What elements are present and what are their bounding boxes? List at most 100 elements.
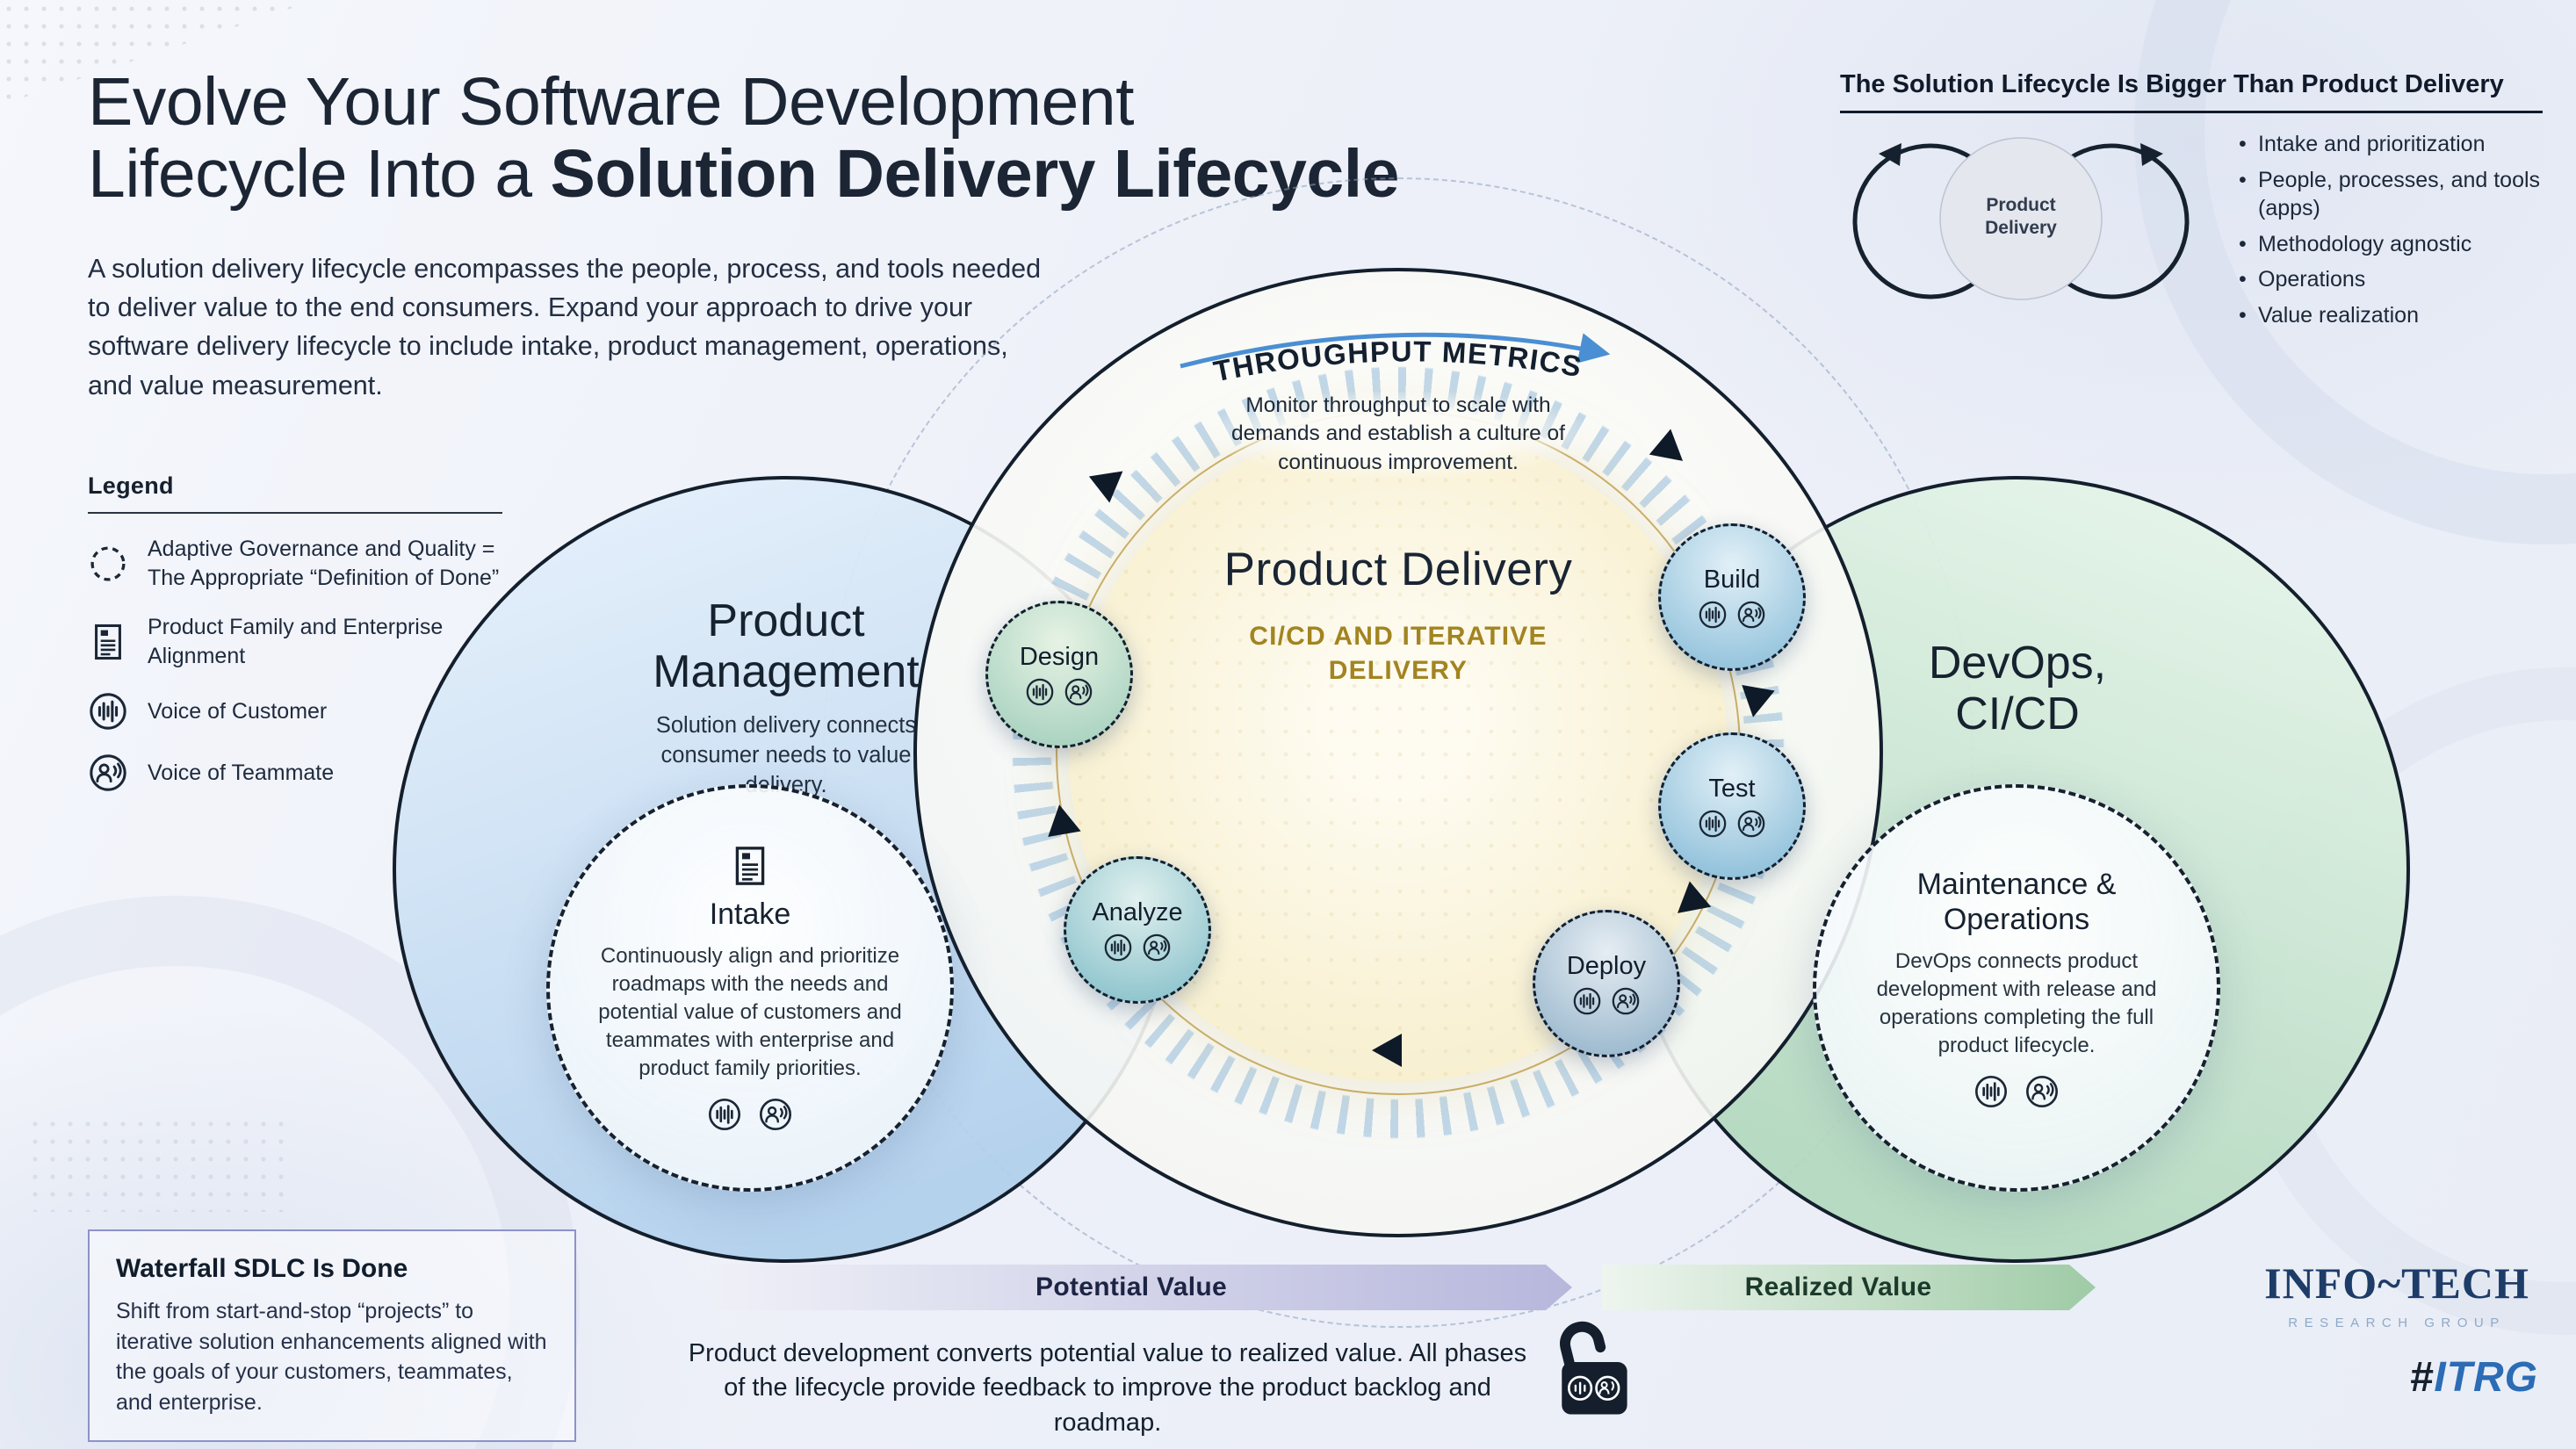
phase-label: Build xyxy=(1703,565,1761,594)
intake-description: Continuously align and prioritize roadma… xyxy=(598,943,902,1081)
realized-value-arrow: Realized Value xyxy=(1602,1265,2096,1310)
voice-of-teammate-icon xyxy=(1064,677,1093,707)
mini-lifecycle-circles xyxy=(1852,137,2190,300)
voice-of-customer-icon xyxy=(1698,600,1728,630)
voice-of-teammate-icon xyxy=(1611,986,1641,1016)
waterfall-title: Waterfall SDLC Is Done xyxy=(116,1254,408,1283)
voice-of-teammate-icon xyxy=(1142,933,1172,962)
callout-bullet: Methodology agnostic xyxy=(2237,230,2543,259)
callout-heading: The Solution Lifecycle Is Bigger Than Pr… xyxy=(1840,70,2543,113)
voice-of-teammate-icon xyxy=(1736,809,1766,839)
product-management-title: Product Management xyxy=(653,595,920,698)
document-icon xyxy=(88,622,128,662)
callout-bullet: Value realization xyxy=(2237,301,2543,330)
legend-item-label: Product Family and Enterprise Alignment xyxy=(148,615,444,668)
product-management-block: Product Management Solution delivery con… xyxy=(566,595,1006,800)
phase-label: Test xyxy=(1708,774,1756,803)
flow-arrow-3 xyxy=(1736,684,1775,721)
voice-of-customer-icon xyxy=(1103,933,1133,962)
phase-label: Analyze xyxy=(1092,898,1183,926)
callout-bullet: Operations xyxy=(2237,265,2543,294)
callout-bullet: Intake and prioritization xyxy=(2237,130,2543,159)
voice-of-customer-icon xyxy=(707,1097,742,1132)
phase-analyze: Analyze xyxy=(1064,856,1211,1004)
infotech-logo: INFO~TECH RESEARCH GROUP #ITRG xyxy=(2255,1258,2538,1402)
product-delivery-title: Product Delivery xyxy=(1223,544,1573,595)
value-flow-description: Product development converts potential v… xyxy=(688,1339,1527,1437)
throughput-metrics-arc: THROUGHPUT METRICS xyxy=(1180,332,1611,387)
phase-label: Design xyxy=(1019,642,1100,671)
potential-value-arrow: Potential Value xyxy=(711,1265,1572,1310)
legend-item: Product Family and Enterprise Alignment xyxy=(88,613,520,670)
intake-title: Intake xyxy=(709,897,791,931)
maintenance-title: Maintenance & Operations xyxy=(1916,867,2117,936)
voice-of-customer-icon xyxy=(88,691,128,732)
devops-title: DevOps, CI/CD xyxy=(1928,638,2107,740)
product-delivery-subtitle: CI/CD AND ITERATIVE DELIVERY xyxy=(1249,622,1548,685)
voice-icons xyxy=(1025,677,1093,707)
infotech-logo-subtitle: RESEARCH GROUP xyxy=(2288,1316,2506,1330)
itrg-logo: #ITRG xyxy=(2255,1353,2538,1402)
document-icon xyxy=(728,844,772,888)
phase-design: Design xyxy=(985,601,1133,748)
flow-arrow-5 xyxy=(1372,1034,1402,1067)
legend-title: Legend xyxy=(88,472,502,514)
waterfall-callout: Waterfall SDLC Is Done Shift from start-… xyxy=(88,1229,576,1442)
potential-value-label: Potential Value xyxy=(1035,1272,1227,1301)
legend-item: Voice of Customer xyxy=(88,691,520,732)
legend-item-label: Adaptive Governance and Quality = The Ap… xyxy=(148,537,500,590)
throughput-arc-label: THROUGHPUT METRICS xyxy=(1211,335,1584,387)
voice-of-teammate-icon xyxy=(2024,1074,2060,1109)
infotech-logo-wordmark: INFO~TECH xyxy=(2264,1258,2529,1308)
phase-build: Build xyxy=(1658,523,1806,671)
mini-diagram-center-label: Product Delivery xyxy=(1985,195,2057,238)
throughput-description: Monitor throughput to scale with demands… xyxy=(1214,392,1583,477)
itrg-letters: ITRG xyxy=(2434,1354,2538,1401)
phase-deploy: Deploy xyxy=(1533,910,1680,1057)
callout-bullet: People, processes, and tools (apps) xyxy=(2237,166,2543,223)
voice-icons xyxy=(1572,986,1641,1016)
voice-of-customer-icon xyxy=(1025,677,1055,707)
product-management-subtitle: Solution delivery connects consumer need… xyxy=(655,713,917,797)
throughput-arrow xyxy=(1180,332,1611,369)
intake-circle: Intake Continuously align and prioritize… xyxy=(546,784,954,1192)
voice-icons xyxy=(1103,933,1172,962)
phase-label: Deploy xyxy=(1566,951,1647,980)
itrg-hash: # xyxy=(2409,1354,2435,1401)
legend-item-label: Voice of Teammate xyxy=(148,760,335,785)
voice-icons xyxy=(1698,600,1766,630)
title-line1: Evolve Your Software Development xyxy=(88,64,1135,140)
voice-of-customer-icon xyxy=(1572,986,1602,1016)
phase-test: Test xyxy=(1658,732,1806,880)
voice-of-teammate-icon xyxy=(88,753,128,793)
voice-icons xyxy=(1973,1074,2060,1109)
callout-bullets: Intake and prioritization People, proces… xyxy=(2237,130,2543,336)
legend-item: Adaptive Governance and Quality = The Ap… xyxy=(88,535,520,592)
intro-text: A solution delivery lifecycle encompasse… xyxy=(88,254,1042,400)
svg-text:THROUGHPUT METRICS: THROUGHPUT METRICS xyxy=(1211,335,1585,387)
unlocked-padlock-icon xyxy=(1542,1308,1639,1421)
maintenance-operations-circle: Maintenance & Operations DevOps connects… xyxy=(1813,784,2220,1192)
solution-lifecycle-callout: The Solution Lifecycle Is Bigger Than Pr… xyxy=(1840,70,2543,329)
legend-item-label: Voice of Customer xyxy=(148,698,328,724)
mini-arrow-left xyxy=(1879,143,1901,166)
legend: Legend Adaptive Governance and Quality =… xyxy=(88,472,527,793)
mini-arrow-right xyxy=(2140,143,2163,166)
voice-icons xyxy=(1698,809,1766,839)
voice-of-teammate-icon xyxy=(1736,600,1766,630)
title-line2: Lifecycle Into a xyxy=(88,135,551,212)
voice-of-customer-icon xyxy=(1973,1074,2009,1109)
mini-lifecycle-diagram: Product Delivery xyxy=(1845,131,2197,306)
realized-value-label: Realized Value xyxy=(1744,1272,1932,1301)
voice-of-teammate-icon xyxy=(758,1097,793,1132)
flow-arrow-6 xyxy=(1043,801,1081,838)
waterfall-description: Shift from start-and-stop “projects” to … xyxy=(116,1299,547,1415)
legend-item: Voice of Teammate xyxy=(88,753,520,793)
maintenance-description: DevOps connects product development with… xyxy=(1876,948,2157,1058)
product-delivery-block: Product Delivery CI/CD AND ITERATIVE DEL… xyxy=(1135,543,1662,688)
dashed-circle-icon xyxy=(88,544,128,584)
voice-of-customer-icon xyxy=(1698,809,1728,839)
